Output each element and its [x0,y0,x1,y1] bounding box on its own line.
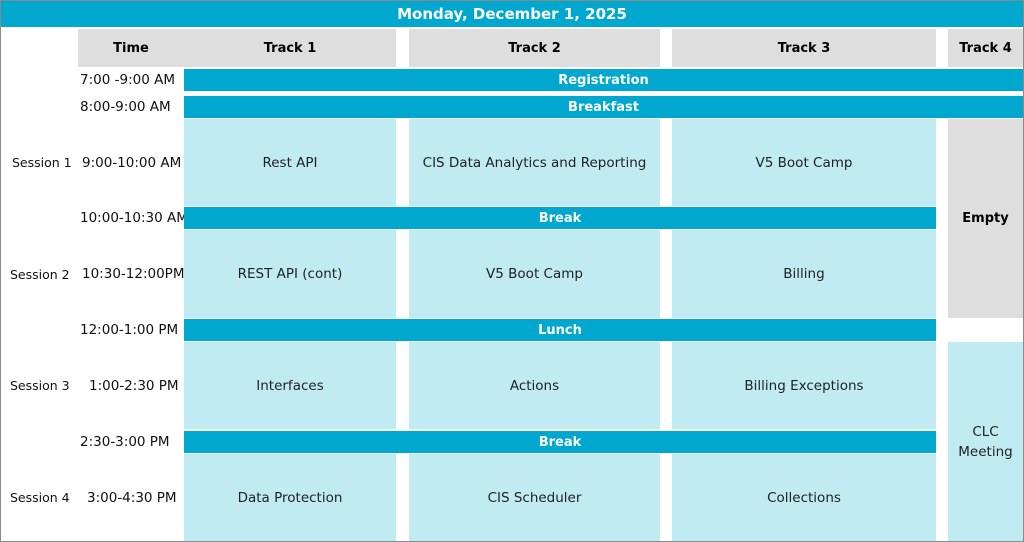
registration-bar: Registration [184,69,1023,91]
session-cell: CIS Data Analytics and Reporting [409,119,660,206]
breakfast-bar: Breakfast [184,96,1023,118]
session-label: Session 2 [10,266,70,282]
time-label: 10:30-12:00PM [82,266,185,282]
time-label: 3:00-4:30 PM [87,489,177,506]
time-label: 7:00 -9:00 AM [80,72,175,88]
track4-clc-meeting: CLC Meeting [948,342,1023,541]
header-time: Time [78,29,184,67]
header-track-3: Track 3 [672,29,936,67]
track4-empty-block: Empty [948,119,1023,318]
session-cell: Data Protection [184,454,396,541]
meeting-label: Meeting [958,443,1013,460]
session-cell: V5 Boot Camp [409,230,660,318]
session-cell: Interfaces [184,342,396,429]
page-title: Monday, December 1, 2025 [1,1,1023,27]
session-cell: V5 Boot Camp [672,119,936,206]
time-label: 1:00-2:30 PM [89,377,179,394]
time-label: 12:00-1:00 PM [80,322,179,338]
header-track-2: Track 2 [409,29,660,67]
break-bar: Break [184,207,936,229]
time-label: 8:00-9:00 AM [80,99,171,115]
session-cell: Billing Exceptions [672,342,936,429]
session-cell: Actions [409,342,660,429]
session-cell: Rest API [184,119,396,206]
break-bar: Break [184,431,936,453]
session-cell: REST API (cont) [184,230,396,318]
clc-label: CLC [972,423,999,440]
header-track-4: Track 4 [948,29,1023,67]
session-cell: Collections [672,454,936,541]
session-label: Session 4 [10,490,70,505]
time-label: 10:00-10:30 AM [80,210,188,226]
empty-label: Empty [962,211,1009,226]
session-cell: CIS Scheduler [409,454,660,541]
session-label: Session 1 [12,155,72,170]
time-label: 9:00-10:00 AM [82,154,182,171]
time-label: 2:30-3:00 PM [80,434,170,450]
header-track-1: Track 1 [184,29,396,67]
session-cell: Billing [672,230,936,318]
lunch-bar: Lunch [184,319,936,341]
session-label: Session 3 [10,378,70,393]
